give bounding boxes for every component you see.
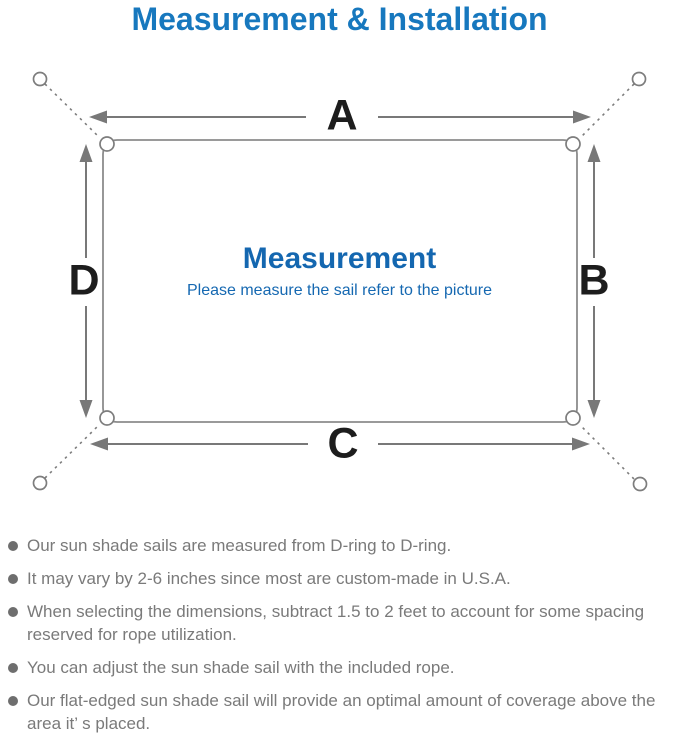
corner-dring-icons: [99, 136, 581, 426]
list-item: Our sun shade sails are measured from D-…: [8, 534, 677, 557]
anchor-ring-icons: [32, 71, 648, 492]
arrow-c: [90, 437, 590, 451]
page-title: Measurement & Installation: [131, 1, 548, 37]
note-text: Our flat-edged sun shade sail will provi…: [27, 691, 656, 733]
arrow-a: [89, 110, 591, 124]
bullet-icon: [8, 663, 18, 673]
list-item: Our flat-edged sun shade sail will provi…: [8, 689, 677, 735]
sail-outline: [102, 139, 578, 423]
note-text: You can adjust the sun shade sail with t…: [27, 658, 455, 677]
list-item: It may vary by 2-6 inches since most are…: [8, 567, 677, 590]
dimension-label-a: A: [326, 91, 358, 140]
note-text: Our sun shade sails are measured from D-…: [27, 536, 452, 555]
bullet-icon: [8, 607, 18, 617]
bullet-icon: [8, 541, 18, 551]
bullet-icon: [8, 696, 18, 706]
list-item: You can adjust the sun shade sail with t…: [8, 656, 677, 679]
bullet-icon: [8, 574, 18, 584]
arrow-d: [79, 144, 93, 418]
diagram-center-text: Measurement Please measure the sail refe…: [0, 243, 679, 303]
dimension-label-b: B: [578, 256, 610, 305]
notes-list: Our sun shade sails are measured from D-…: [8, 534, 677, 739]
diagram-heading: Measurement: [242, 242, 437, 275]
note-text: It may vary by 2-6 inches since most are…: [27, 569, 511, 588]
note-text: When selecting the dimensions, subtract …: [27, 602, 645, 644]
list-item: When selecting the dimensions, subtract …: [8, 600, 677, 646]
rope-dotted-lines: [44, 83, 635, 480]
dimension-label-c: C: [327, 419, 359, 468]
sail-measurement-diagram: A B C D Measurement Please measure the s…: [0, 55, 679, 505]
arrow-b: [587, 144, 601, 418]
sail-diagram-graphic: [32, 71, 648, 492]
diagram-subtitle: Please measure the sail refer to the pic…: [186, 282, 493, 299]
dimension-label-d: D: [68, 256, 100, 305]
